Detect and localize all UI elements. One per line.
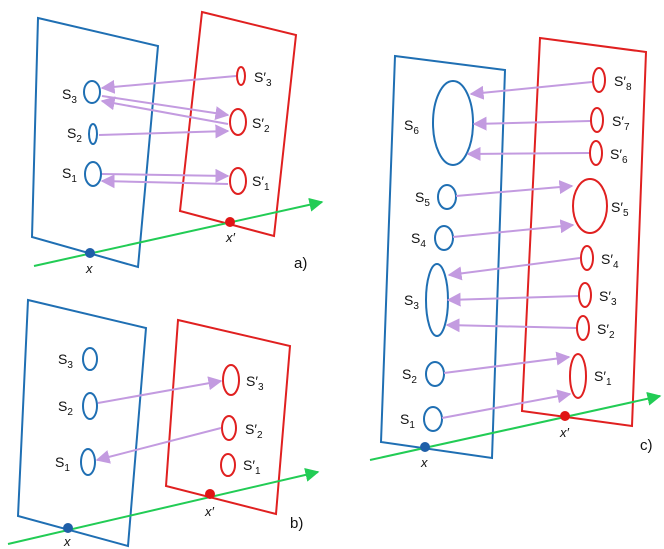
panel-b-s2p-label: S′2 — [245, 421, 263, 441]
panel-a-s1-ellipse — [84, 161, 102, 187]
panel-a-point-x — [85, 248, 95, 258]
panel-c-s8p-ellipse — [592, 67, 606, 93]
panel-c-s7p-ellipse — [590, 107, 604, 133]
panel-a-s3-label: S3 — [62, 86, 77, 106]
panel-c-xprime-label: x′ — [559, 425, 570, 440]
panel-a: S3 S2 S1 S′3 S′2 S′1 x x′ a) — [30, 10, 324, 276]
panel-c-s1p-ellipse — [569, 353, 587, 399]
panel-c-arrow — [447, 257, 581, 281]
panel-a-s3p-label: S′3 — [254, 69, 272, 89]
panel-a-xprime-label: x′ — [225, 230, 236, 245]
panel-a-s3p-ellipse — [236, 66, 246, 86]
panel-b-s1-ellipse — [80, 448, 96, 476]
panel-a-arrow — [100, 96, 229, 125]
panel-c-s6-ellipse — [432, 80, 474, 166]
panel-a-red-plane — [178, 10, 298, 238]
panel-b-blue-plane — [16, 298, 148, 548]
panel-a-arrow — [101, 95, 230, 121]
panel-b-s3p-ellipse — [222, 364, 240, 396]
panel-c-arrow — [469, 81, 593, 100]
panel-b-point-xprime — [205, 489, 215, 499]
panel-c-s3p-ellipse — [578, 282, 592, 308]
panel-c-red-plane — [520, 36, 648, 428]
panel-c-s2p-label: S′2 — [597, 321, 615, 341]
panel-c-s5-label: S5 — [415, 189, 430, 209]
panel-c-s5-ellipse — [437, 184, 457, 210]
panel-c-s3-label: S3 — [404, 292, 419, 312]
panel-b-s1-label: S1 — [55, 454, 70, 474]
panel-b-x-label: x — [63, 534, 71, 549]
panel-c-s4-ellipse — [434, 225, 454, 251]
panel-a-arrow — [100, 174, 229, 189]
panel-c-arrow — [455, 180, 574, 197]
panel-c-s5p-label: S′5 — [611, 199, 629, 219]
panel-c-arrow — [445, 318, 577, 333]
panel-c-arrow — [446, 292, 579, 307]
panel-a-s2p-ellipse — [229, 108, 247, 136]
panel-a-caption: a) — [294, 255, 307, 272]
panel-c-s5p-ellipse — [572, 178, 608, 234]
panel-a-s2-ellipse — [88, 123, 98, 145]
panel-c-blue-plane — [379, 54, 507, 460]
panel-c-s7p-label: S′7 — [612, 113, 630, 133]
panel-a-point-xprime — [225, 217, 235, 227]
panel-b-axis — [7, 468, 320, 545]
panel-a-arrow — [100, 75, 237, 94]
panel-b-arrow — [95, 427, 222, 464]
panel-c-axis — [369, 391, 662, 461]
panel-c-s4-label: S4 — [411, 230, 426, 250]
panel-b-s2-label: S2 — [58, 398, 73, 418]
panel-c-s1p-label: S′1 — [594, 368, 612, 388]
panel-c-s3-ellipse — [425, 263, 449, 337]
panel-b-s1p-label: S′1 — [243, 457, 261, 477]
panel-b-point-x — [63, 523, 73, 533]
panel-c-point-x — [420, 442, 430, 452]
panel-b-arrow — [97, 376, 223, 404]
panel-c-arrow — [443, 351, 571, 374]
panel-c-arrow — [452, 219, 575, 238]
panel-a-arrow — [101, 168, 230, 183]
panel-c-s1-ellipse — [423, 406, 443, 432]
panel-c-s2-ellipse — [425, 361, 445, 387]
panel-a-s1p-ellipse — [229, 167, 247, 195]
panel-c-s6p-label: S′6 — [610, 146, 628, 166]
panel-c-point-xprime — [560, 411, 570, 421]
panel-a-s3-ellipse — [83, 80, 101, 104]
panel-c-s1-label: S1 — [400, 411, 415, 431]
panel-c-arrow — [466, 146, 590, 161]
panel-c-s6-label: S6 — [404, 117, 419, 137]
panel-a-blue-plane — [30, 16, 160, 269]
panel-c-arrow — [472, 116, 591, 131]
panel-a-s1p-label: S′1 — [252, 173, 270, 193]
panel-b-s2p-ellipse — [221, 415, 237, 441]
panel-a-x-label: x — [85, 261, 93, 276]
panel-c-caption: c) — [640, 437, 653, 454]
panel-b-s3-label: S3 — [58, 351, 73, 371]
panel-c-s4p-ellipse — [580, 245, 594, 271]
panel-c-x-label: x — [420, 455, 428, 470]
panel-c-s6p-ellipse — [589, 140, 603, 166]
panel-b-s1p-ellipse — [220, 453, 236, 477]
panel-c-s2p-ellipse — [576, 315, 590, 341]
panel-b-s3p-label: S′3 — [246, 373, 264, 393]
panel-b-xprime-label: x′ — [204, 504, 215, 519]
panel-c-s8p-label: S′8 — [614, 73, 632, 93]
panel-c-s3p-label: S′3 — [599, 288, 617, 308]
panel-b: S3 S2 S1 S′3 S′2 S′1 x x′ b) — [7, 298, 320, 549]
panel-c-arrow — [441, 389, 572, 419]
panel-b-red-plane — [164, 318, 292, 516]
panel-a-s2-label: S2 — [67, 125, 82, 145]
panel-c-s2-label: S2 — [402, 366, 417, 386]
panel-a-s1-label: S1 — [62, 165, 77, 185]
panel-b-s3-ellipse — [82, 347, 98, 371]
panel-b-caption: b) — [290, 515, 303, 532]
panel-a-axis — [33, 197, 324, 267]
panel-a-arrow — [98, 124, 230, 139]
panel-c: S6 S5 S4 S3 S2 S1 S′8 S′7 S′6 S′5 S′4 S′… — [369, 36, 662, 470]
panel-a-s2p-label: S′2 — [252, 115, 270, 135]
panel-b-s2-ellipse — [82, 392, 98, 420]
panel-c-s4p-label: S′4 — [601, 251, 619, 271]
